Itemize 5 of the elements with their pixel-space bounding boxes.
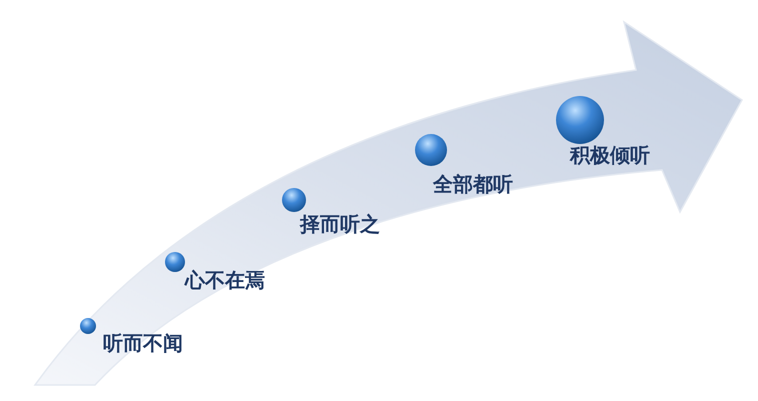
milestone-label: 听而不闻 (103, 333, 183, 353)
milestone-label: 择而听之 (300, 214, 380, 234)
milestone-label: 心不在焉 (185, 270, 265, 290)
milestone-label: 全部都听 (433, 174, 513, 194)
milestone-label: 积极倾听 (570, 145, 650, 165)
